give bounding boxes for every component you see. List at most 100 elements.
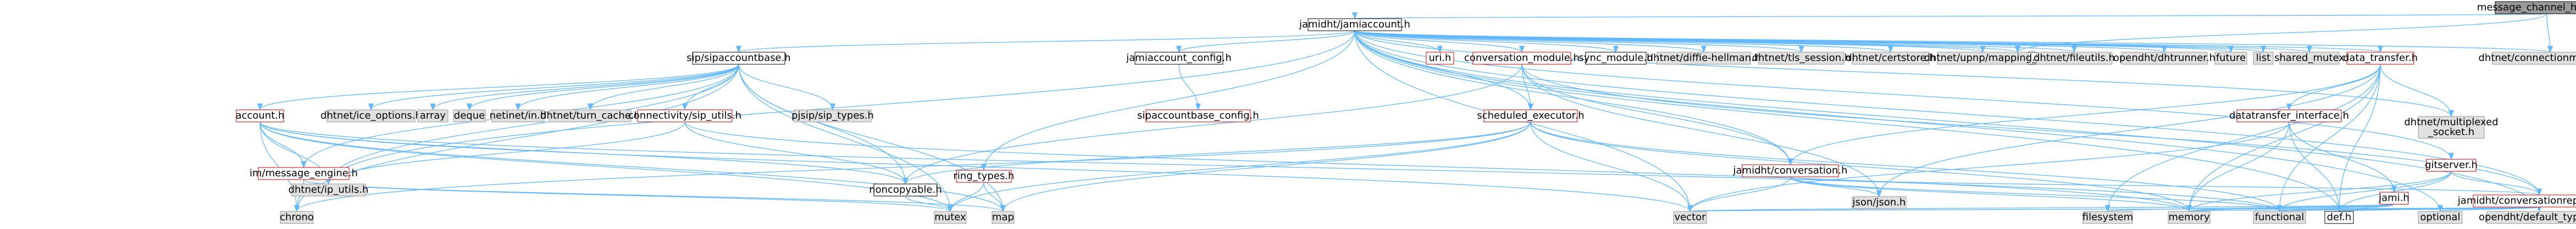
node-box-netinet [491, 109, 545, 122]
node-label-account: account.h [236, 110, 285, 121]
node-box-jconversation [1742, 164, 1839, 177]
node-jamiaccount[interactable]: jamidht/jamiaccount.h [1299, 18, 1410, 31]
node-gitserver[interactable]: gitserver.h [2425, 159, 2478, 172]
edge-jamih-to-functional [2276, 204, 2395, 213]
edge-account-to-chrono [259, 121, 300, 213]
node-label-shared: shared_mutex [2274, 52, 2345, 64]
node-label-schedexec: scheduled_executor.h [1477, 110, 1584, 121]
node-ringtypes[interactable]: ring_types.h [954, 170, 1015, 183]
node-box-iputils [291, 183, 366, 197]
node-box-odtypes [2486, 211, 2576, 224]
node-label-future: future [2216, 52, 2246, 64]
node-sipcfg[interactable]: sipaccountbase_config.h [1137, 109, 1259, 122]
node-uri[interactable]: uri.h [1426, 52, 1454, 65]
edge-convmodule-to-jconversation [1521, 64, 1793, 166]
node-label-memory: memory [2168, 211, 2210, 223]
edge-sipaccountbase-to-account [257, 64, 739, 111]
edge-jamih-to-filesystem [2105, 204, 2395, 213]
node-imengine[interactable]: im/message_engine.h [250, 167, 358, 180]
node-datatransfer[interactable]: data_transfer.h [2343, 52, 2418, 65]
node-convmodule[interactable]: conversation_module.h [1464, 52, 1580, 65]
node-box-root [2495, 1, 2576, 14]
edge-sipaccountbase-to-pjsip [738, 64, 836, 111]
node-label-optional: optional [2420, 211, 2461, 223]
node-noncopyable[interactable]: noncopyable.h [869, 183, 942, 197]
node-upnp: dhtnet/upnp/mapping.h [1924, 52, 2042, 65]
node-box-jacfg [1134, 52, 1223, 65]
node-label-pjsip: pjsip/sip_types.h [791, 110, 874, 121]
edge-jamiaccount-to-jconversation [1354, 30, 1793, 166]
node-multiplexed: dhtnet/multiplexed_socket.h [2404, 116, 2499, 139]
node-label-certstore: dhtnet/certstore.h [1846, 52, 1936, 64]
node-vector: vector [1673, 211, 1707, 224]
edge-jconversation-to-vector [1687, 176, 1791, 213]
node-account[interactable]: account.h [236, 109, 285, 122]
node-box-map [991, 211, 1015, 224]
node-box-sipcfg [1145, 109, 1251, 122]
edge-jconversation-to-jsonjson [1790, 176, 1882, 198]
node-label-netinet: netinet/in.h [490, 110, 547, 121]
node-box-diffie [1657, 52, 1751, 65]
node-root[interactable]: message_channel_handler.h [2477, 1, 2576, 14]
node-defh[interactable]: def.h [2324, 211, 2354, 224]
node-label-convrepo: jamidht/conversationrepository.h [2457, 195, 2576, 206]
node-box-connmgr [2492, 52, 2576, 65]
node-convrepo[interactable]: jamidht/conversationrepository.h [2457, 194, 2576, 208]
node-label-defh: def.h [2327, 211, 2352, 223]
node-pjsip: pjsip/sip_types.h [791, 109, 874, 122]
node-label-chrono: chrono [280, 211, 314, 223]
node-label-odtypes: opendht/default_types.h [2479, 211, 2576, 223]
node-deque: deque [453, 109, 486, 122]
node-ice: dhtnet/ice_options.h [320, 109, 422, 122]
node-schedexec[interactable]: scheduled_executor.h [1477, 109, 1585, 122]
node-jamih[interactable]: jami.h [2378, 192, 2409, 205]
node-optional: optional [2418, 211, 2463, 224]
edge-gitserver-to-defh [2336, 171, 2452, 213]
edge-connsip-to-noncopyable [684, 121, 908, 185]
node-functional: functional [2253, 211, 2306, 224]
node-jconversation[interactable]: jamidht/conversation.h [1733, 164, 1848, 177]
node-box-imengine [258, 167, 350, 180]
edge-imengine-to-mutex [303, 179, 953, 213]
edge-sipaccountbase-to-map [738, 64, 1006, 213]
node-jsonjson: json/json.h [1852, 196, 1907, 209]
node-dhtrunner: opendht/dhtrunner.h [2113, 52, 2215, 65]
edge-convrepo-to-functional [2277, 204, 2540, 213]
node-label-multiplexed: dhtnet/multiplexed [2404, 116, 2498, 128]
node-box-connsip [637, 109, 733, 122]
edge-sipaccountbase-to-noncopyable [738, 64, 908, 185]
node-map: map [991, 211, 1015, 224]
edge-account-to-vector [259, 121, 1693, 213]
node-label-convmodule: conversation_module.h [1464, 52, 1580, 64]
node-box-array [417, 109, 448, 122]
node-label-dhtrunner: opendht/dhtrunner.h [2113, 52, 2215, 64]
node-box-list [2253, 52, 2274, 65]
edge-jamiaccount-to-connmgr [1354, 30, 2552, 53]
node-dtiface[interactable]: datatransfer_interface.h [2229, 109, 2349, 122]
edge-jamih-to-vector [1688, 204, 2395, 213]
edge-jamiaccount-to-tls [1354, 30, 1804, 53]
node-label-sipaccountbase: sip/sipaccountbase.h [686, 52, 790, 64]
edge-sipaccountbase-to-deque [466, 64, 739, 111]
node-label-mutex: mutex [934, 211, 966, 223]
node-label-upnp: dhtnet/upnp/mapping.h [1924, 52, 2042, 64]
node-box-tls [1758, 52, 1844, 65]
edge-dtiface-to-vector [1687, 121, 2290, 213]
edge-convrepo-to-vector [1689, 204, 2540, 213]
node-connsip[interactable]: connectivity/sip_utils.h [628, 109, 741, 122]
edge-ringtypes-to-map [983, 182, 1006, 213]
edge-datatransfer-to-memory [2186, 64, 2381, 213]
node-jacfg[interactable]: jamiaccount_config.h [1126, 52, 1232, 65]
node-syncmodule[interactable]: sync_module.h [1579, 52, 1653, 65]
edge-gitserver-to-convrepo [2451, 171, 2542, 196]
node-box-datatransfer [2346, 52, 2414, 65]
node-box-chrono [280, 211, 314, 224]
node-mutex: mutex [934, 211, 967, 224]
node-list: list [2253, 52, 2274, 65]
node-label-gitserver: gitserver.h [2425, 159, 2478, 171]
node-label-ice: dhtnet/ice_options.h [320, 110, 422, 121]
node-box-sipaccountbase [692, 52, 785, 65]
node-box-functional [2253, 211, 2306, 224]
node-sipaccountbase[interactable]: sip/sipaccountbase.h [686, 52, 791, 65]
